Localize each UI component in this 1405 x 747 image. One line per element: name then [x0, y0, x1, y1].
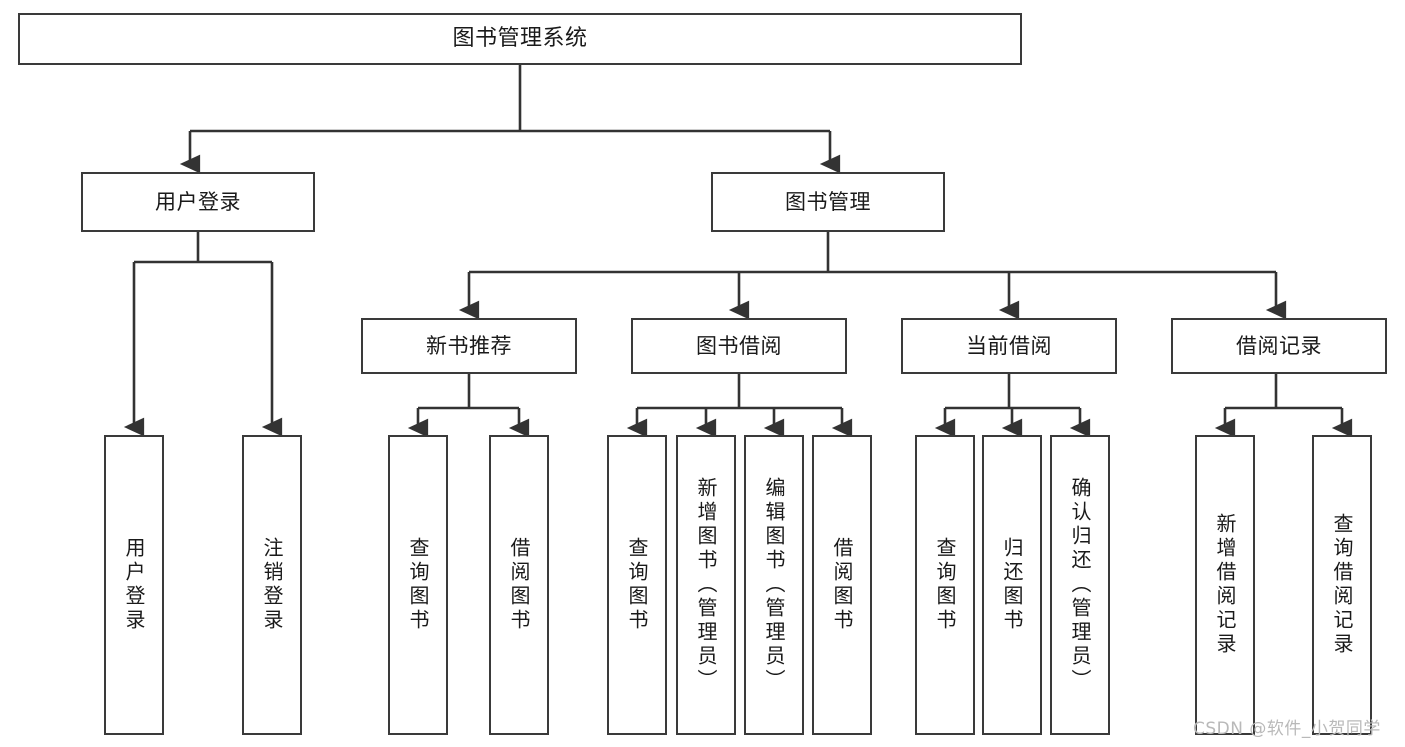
- node-user-login[interactable]: 用户登录: [81, 172, 315, 232]
- node-borrow-record-label: 借阅记录: [1236, 333, 1322, 358]
- node-user-login-label: 用户登录: [155, 189, 241, 214]
- leaf-bb-query-book-label: 查询图书: [625, 537, 649, 633]
- leaf-bb-add-book[interactable]: 新增图书（管理员）: [676, 435, 736, 735]
- leaf-cb-confirm-return-label: 确认归还（管理员）: [1068, 477, 1092, 693]
- node-current-borrow[interactable]: 当前借阅: [901, 318, 1117, 374]
- leaf-br-query-record-label: 查询借阅记录: [1330, 513, 1354, 657]
- leaf-cb-query-book-label: 查询图书: [933, 537, 957, 633]
- leaf-nb-query-book[interactable]: 查询图书: [388, 435, 448, 735]
- node-book-borrow-label: 图书借阅: [696, 333, 782, 358]
- leaf-cb-query-book[interactable]: 查询图书: [915, 435, 975, 735]
- node-root-label: 图书管理系统: [452, 26, 588, 52]
- leaf-cb-return-book[interactable]: 归还图书: [982, 435, 1042, 735]
- leaf-cb-return-book-label: 归还图书: [1000, 537, 1024, 633]
- leaf-bb-borrow-book-label: 借阅图书: [830, 537, 854, 633]
- node-current-borrow-label: 当前借阅: [966, 333, 1052, 358]
- leaf-br-add-record-label: 新增借阅记录: [1213, 513, 1237, 657]
- leaf-nb-borrow-book[interactable]: 借阅图书: [489, 435, 549, 735]
- leaf-bb-borrow-book[interactable]: 借阅图书: [812, 435, 872, 735]
- node-new-book-recommend[interactable]: 新书推荐: [361, 318, 577, 374]
- leaf-user-login[interactable]: 用户登录: [104, 435, 164, 735]
- leaf-bb-query-book[interactable]: 查询图书: [607, 435, 667, 735]
- leaf-logout[interactable]: 注销登录: [242, 435, 302, 735]
- node-book-manage[interactable]: 图书管理: [711, 172, 945, 232]
- leaf-nb-borrow-book-label: 借阅图书: [507, 537, 531, 633]
- node-book-borrow[interactable]: 图书借阅: [631, 318, 847, 374]
- leaf-logout-label: 注销登录: [260, 537, 284, 633]
- leaf-br-query-record[interactable]: 查询借阅记录: [1312, 435, 1372, 735]
- leaf-cb-confirm-return[interactable]: 确认归还（管理员）: [1050, 435, 1110, 735]
- node-borrow-record[interactable]: 借阅记录: [1171, 318, 1387, 374]
- node-root[interactable]: 图书管理系统: [18, 13, 1022, 65]
- leaf-bb-edit-book-label: 编辑图书（管理员）: [762, 477, 786, 693]
- leaf-br-add-record[interactable]: 新增借阅记录: [1195, 435, 1255, 735]
- leaf-bb-edit-book[interactable]: 编辑图书（管理员）: [744, 435, 804, 735]
- csdn-watermark: CSDN @软件_小贺同学: [1193, 719, 1381, 739]
- leaf-nb-query-book-label: 查询图书: [406, 537, 430, 633]
- node-new-book-recommend-label: 新书推荐: [426, 333, 512, 358]
- node-book-manage-label: 图书管理: [785, 189, 871, 214]
- leaf-bb-add-book-label: 新增图书（管理员）: [694, 477, 718, 693]
- leaf-user-login-label: 用户登录: [122, 537, 146, 633]
